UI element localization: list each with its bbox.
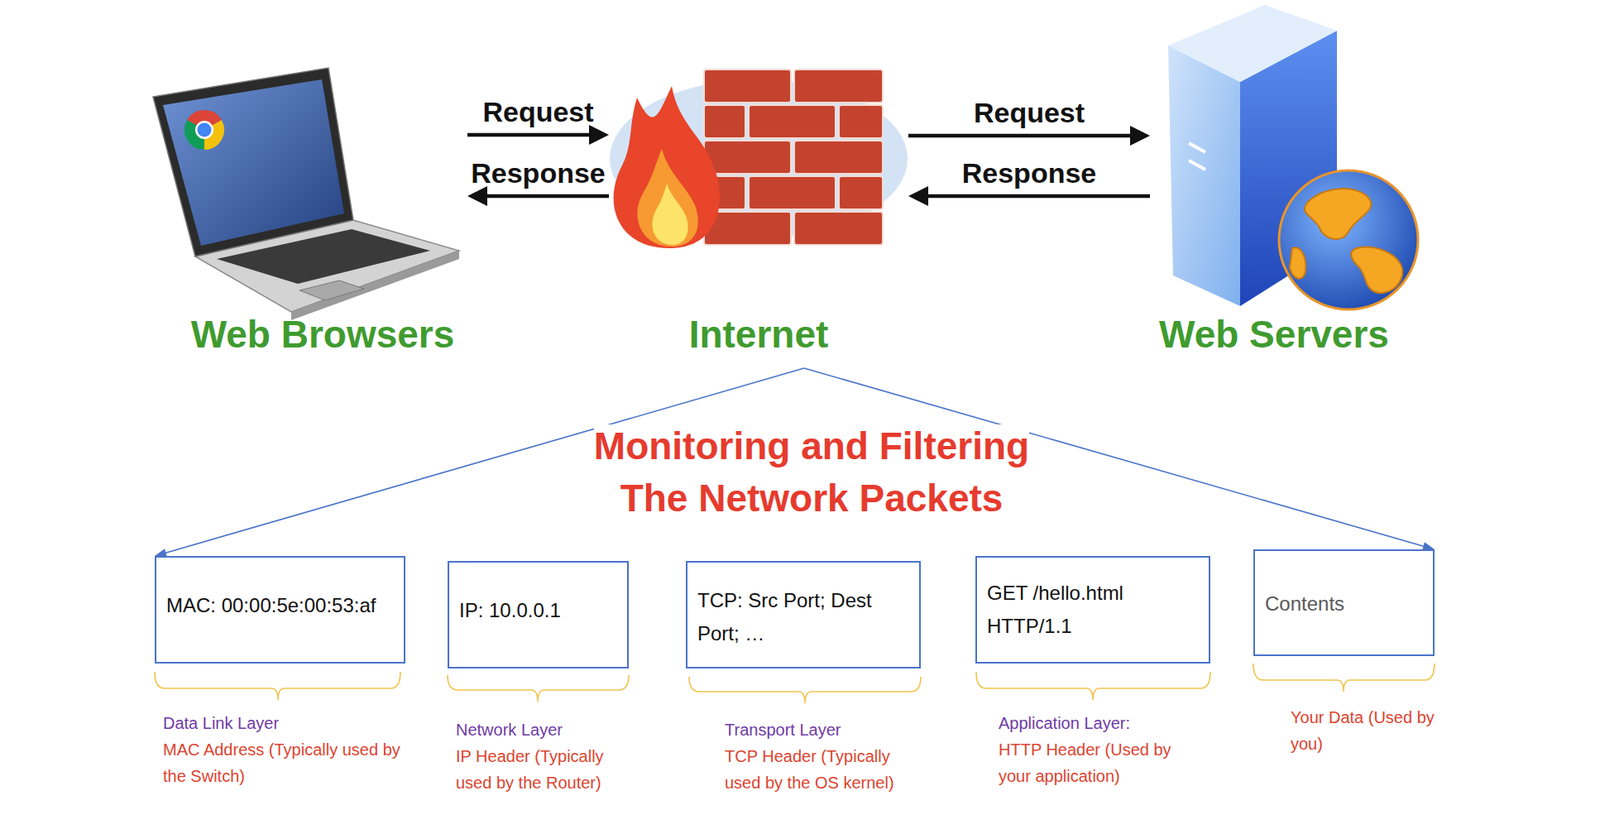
field-text: MAC: 00:00:5e:00:53:af bbox=[166, 589, 394, 623]
layer-note: TCP Header (Typically used by the OS ker… bbox=[724, 742, 920, 796]
server-illustration bbox=[1168, 4, 1418, 310]
curly-bracket bbox=[154, 671, 401, 700]
server-slot bbox=[1188, 143, 1206, 153]
brick bbox=[794, 69, 883, 103]
layer-name: Network Layer bbox=[455, 716, 634, 743]
laptop-illustration bbox=[153, 67, 460, 321]
field-text: Contents bbox=[1264, 587, 1423, 621]
chrome-ring bbox=[195, 120, 214, 139]
laptop-touchpad bbox=[299, 280, 365, 301]
layer-note: MAC Address (Typically used by the Switc… bbox=[162, 736, 403, 790]
illustration-node: Web Servers bbox=[1149, 4, 1399, 356]
brick bbox=[704, 211, 791, 245]
node-label: Web Browsers bbox=[191, 313, 456, 356]
brick bbox=[704, 140, 791, 174]
brick bbox=[838, 176, 883, 210]
packet-field-box: GET /hello.html HTTP/1.1 bbox=[975, 555, 1211, 664]
diagram-title: Monitoring and Filtering The Network Pac… bbox=[594, 424, 1030, 520]
illustration-node: Internet bbox=[608, 66, 909, 369]
layer-note: Your Data (Used by you) bbox=[1290, 704, 1436, 757]
brick bbox=[704, 69, 791, 103]
layer-name: Application Layer: bbox=[998, 709, 1202, 737]
flame-middle bbox=[637, 148, 698, 247]
server-slot bbox=[1188, 160, 1206, 170]
packet-field-box: IP: 10.0.0.1 bbox=[447, 560, 629, 669]
request-response-arrow bbox=[467, 124, 609, 145]
connector-line bbox=[467, 133, 591, 138]
node-label: Internet bbox=[689, 313, 829, 356]
globe-land bbox=[1350, 247, 1403, 293]
brick bbox=[838, 105, 883, 139]
brick bbox=[704, 105, 746, 139]
curly-bracket bbox=[447, 675, 629, 702]
arrowhead bbox=[1130, 125, 1150, 146]
field-text: GET /hello.html HTTP/1.1 bbox=[986, 576, 1199, 643]
layer-name: Data Link Layer bbox=[162, 709, 403, 737]
curly-bracket bbox=[1253, 663, 1435, 692]
node-label: Web Servers bbox=[1159, 313, 1390, 356]
arrowhead bbox=[589, 124, 609, 145]
arrowhead bbox=[467, 186, 488, 206]
arrowhead bbox=[908, 186, 929, 206]
curly-bracket bbox=[976, 671, 1211, 700]
server-top bbox=[1168, 4, 1337, 82]
server-front bbox=[1168, 45, 1241, 307]
connector-line bbox=[485, 194, 609, 199]
request-response-arrow bbox=[908, 125, 1150, 146]
brick-wall bbox=[704, 69, 883, 245]
layer-note: HTTP Header (Used by your application) bbox=[998, 736, 1202, 790]
arrow-label: Request bbox=[482, 95, 594, 129]
chrome-center bbox=[197, 123, 212, 138]
curly-bracket bbox=[689, 676, 921, 704]
layer-note: IP Header (Typically used by the Router) bbox=[455, 742, 634, 796]
request-response-arrow bbox=[908, 186, 1150, 206]
layer-name: Transport Layer bbox=[724, 716, 920, 743]
packet-field-box: Contents bbox=[1253, 549, 1435, 657]
illustration-node: Web Browsers bbox=[177, 62, 468, 356]
brackets bbox=[154, 663, 1435, 704]
globe-land bbox=[1304, 188, 1371, 240]
arrow-label: Response bbox=[962, 157, 1098, 190]
brick bbox=[794, 211, 883, 245]
packet-field-box: MAC: 00:00:5e:00:53:af bbox=[154, 555, 406, 664]
request-response-arrow bbox=[467, 186, 609, 206]
brick bbox=[748, 105, 836, 139]
connector-line bbox=[908, 134, 1132, 139]
firewall-illustration bbox=[609, 69, 908, 249]
laptop-bezel bbox=[153, 67, 354, 257]
field-text: IP: 10.0.0.1 bbox=[459, 594, 618, 628]
connector-line bbox=[926, 194, 1150, 199]
globe-land bbox=[1289, 247, 1306, 278]
globe bbox=[1279, 170, 1418, 310]
laptop-screen bbox=[162, 79, 345, 246]
brick bbox=[794, 140, 883, 174]
packet-field-box: TCP: Src Port; Dest Port; … bbox=[685, 560, 921, 669]
arrow-label: Request bbox=[973, 96, 1085, 130]
field-text: TCP: Src Port; Dest Port; … bbox=[697, 584, 910, 651]
flame-outer bbox=[613, 86, 720, 249]
title-block: Monitoring and Filtering The Network Pac… bbox=[579, 424, 1044, 529]
brick bbox=[748, 176, 836, 210]
arrow-label: Response bbox=[470, 157, 606, 190]
flame-inner bbox=[651, 183, 688, 245]
